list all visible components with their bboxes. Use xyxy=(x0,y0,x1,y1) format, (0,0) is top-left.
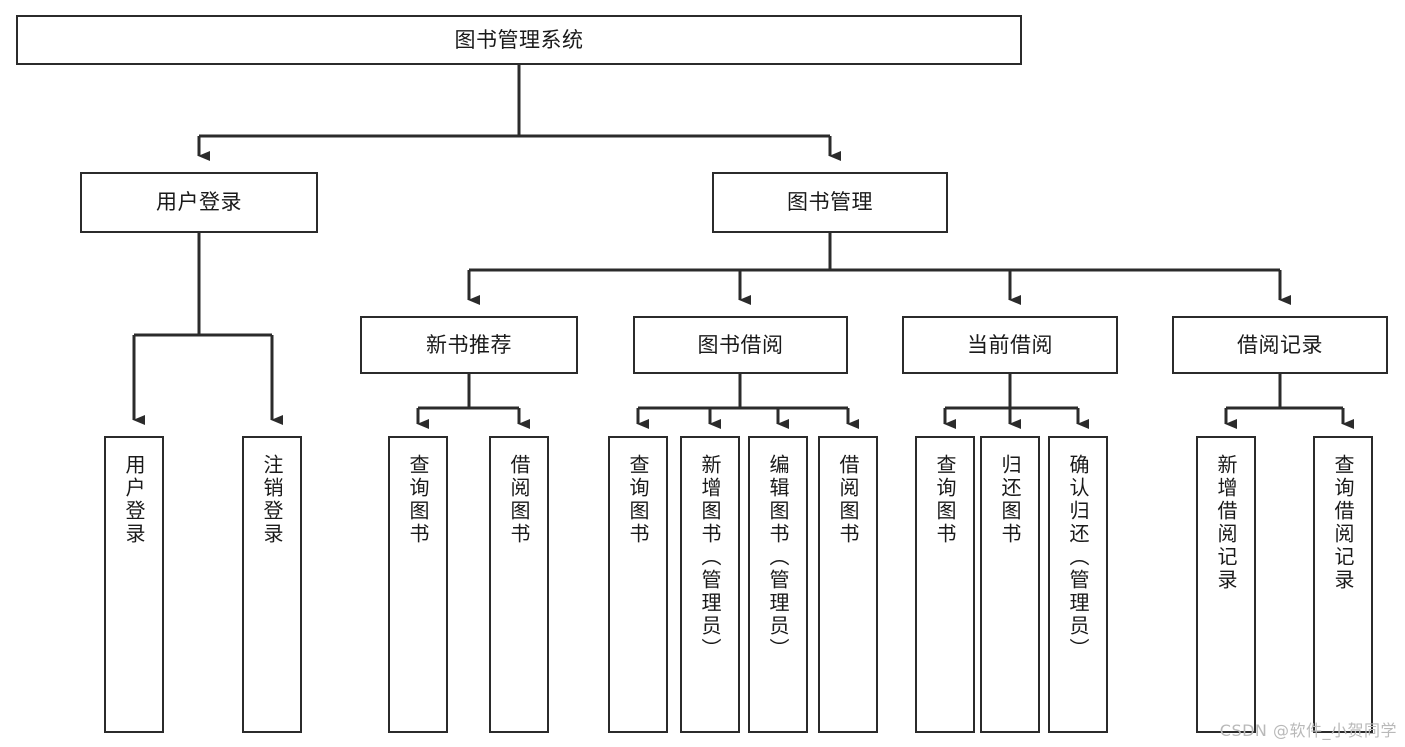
node-leaf-borrow-book[interactable]: 借阅图书 xyxy=(818,436,878,733)
node-label: 新书推荐 xyxy=(426,332,512,357)
node-label: 用户登录 xyxy=(156,190,242,215)
node-label: 查询借阅记录 xyxy=(1331,454,1355,592)
node-label: 归还图书 xyxy=(998,454,1022,546)
node-new-book-recommend[interactable]: 新书推荐 xyxy=(360,316,578,374)
node-user-login[interactable]: 用户登录 xyxy=(80,172,318,233)
node-label: 新增图书（管理员） xyxy=(698,454,722,661)
node-book-borrow[interactable]: 图书借阅 xyxy=(633,316,848,374)
node-label: 用户登录 xyxy=(122,454,146,546)
node-label: 查询图书 xyxy=(406,454,430,546)
node-label: 图书借阅 xyxy=(697,332,784,357)
node-leaf-query-borrow-record[interactable]: 查询借阅记录 xyxy=(1313,436,1373,733)
node-label: 图书管理系统 xyxy=(454,27,584,52)
node-root-book-management-system[interactable]: 图书管理系统 xyxy=(16,15,1022,65)
node-label: 确认归还（管理员） xyxy=(1066,454,1090,661)
node-label: 借阅图书 xyxy=(836,454,860,546)
node-label: 图书管理 xyxy=(787,190,873,215)
node-leaf-borrow-book-recommend[interactable]: 借阅图书 xyxy=(489,436,549,733)
node-label: 借阅记录 xyxy=(1237,332,1323,357)
node-label: 编辑图书（管理员） xyxy=(766,454,790,661)
node-leaf-logout[interactable]: 注销登录 xyxy=(242,436,302,733)
node-leaf-add-borrow-record[interactable]: 新增借阅记录 xyxy=(1196,436,1256,733)
watermark-csdn: CSDN @软件_小贺同学 xyxy=(1219,721,1397,740)
node-book-management[interactable]: 图书管理 xyxy=(712,172,948,233)
node-label: 查询图书 xyxy=(626,454,650,546)
node-borrow-record[interactable]: 借阅记录 xyxy=(1172,316,1388,374)
node-leaf-return-book[interactable]: 归还图书 xyxy=(980,436,1040,733)
node-leaf-user-login[interactable]: 用户登录 xyxy=(104,436,164,733)
node-leaf-query-book-current[interactable]: 查询图书 xyxy=(915,436,975,733)
node-label: 当前借阅 xyxy=(967,332,1053,357)
node-leaf-query-book-recommend[interactable]: 查询图书 xyxy=(388,436,448,733)
node-leaf-query-book-borrow[interactable]: 查询图书 xyxy=(608,436,668,733)
node-leaf-edit-book-admin[interactable]: 编辑图书（管理员） xyxy=(748,436,808,733)
node-leaf-add-book-admin[interactable]: 新增图书（管理员） xyxy=(680,436,740,733)
node-label: 借阅图书 xyxy=(507,454,531,546)
node-label: 新增借阅记录 xyxy=(1214,454,1238,592)
node-label: 注销登录 xyxy=(260,454,284,546)
node-current-borrow[interactable]: 当前借阅 xyxy=(902,316,1118,374)
node-leaf-confirm-return-admin[interactable]: 确认归还（管理员） xyxy=(1048,436,1108,733)
node-label: 查询图书 xyxy=(933,454,957,546)
